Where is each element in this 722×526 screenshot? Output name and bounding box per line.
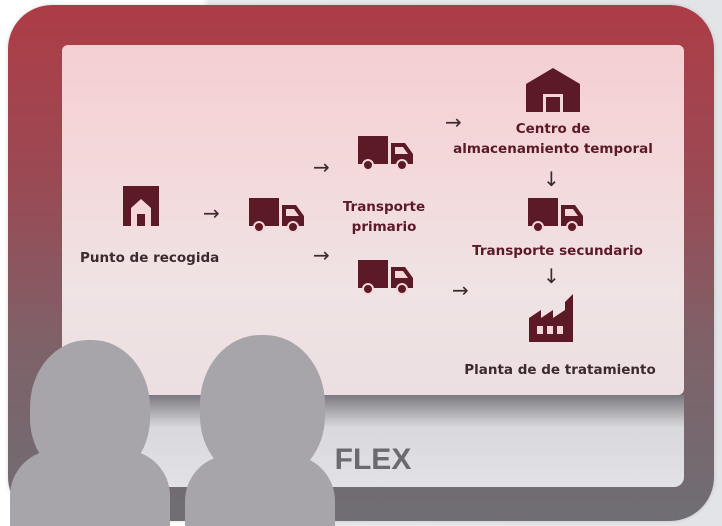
arrow-right: →: [445, 110, 462, 134]
label-line: primario: [351, 219, 417, 235]
label-line: Transporte: [342, 199, 426, 215]
arrow-down: ↓: [543, 167, 560, 191]
label-temp-storage: Centro de almacenamiento temporal: [433, 119, 673, 159]
factory-icon: [529, 294, 573, 342]
truck-icon: [528, 198, 583, 233]
arrow-right: →: [203, 201, 220, 225]
label-collection-point: Punto de recogida: [80, 250, 220, 266]
warehouse-icon: [526, 68, 580, 112]
arrow-right: →: [313, 243, 330, 267]
monitor-bottom-bezel: [62, 395, 684, 487]
label-line: almacenamiento temporal: [453, 141, 653, 157]
screen-title: FLEX: [334, 443, 412, 476]
truck-icon: [249, 198, 304, 233]
label-line: Centro de: [515, 121, 591, 137]
arrow-right: →: [313, 155, 330, 179]
arrow-right: →: [452, 278, 469, 302]
arrow-down: ↓: [543, 264, 560, 288]
label-primary-transport: Transporte primario: [334, 197, 434, 237]
house-icon: [123, 186, 159, 226]
truck-icon: [358, 136, 413, 171]
label-treatment-plant: Planta de de tratamiento: [464, 362, 656, 378]
truck-icon: [358, 260, 413, 295]
label-secondary-transport: Transporte secundario: [472, 243, 643, 259]
